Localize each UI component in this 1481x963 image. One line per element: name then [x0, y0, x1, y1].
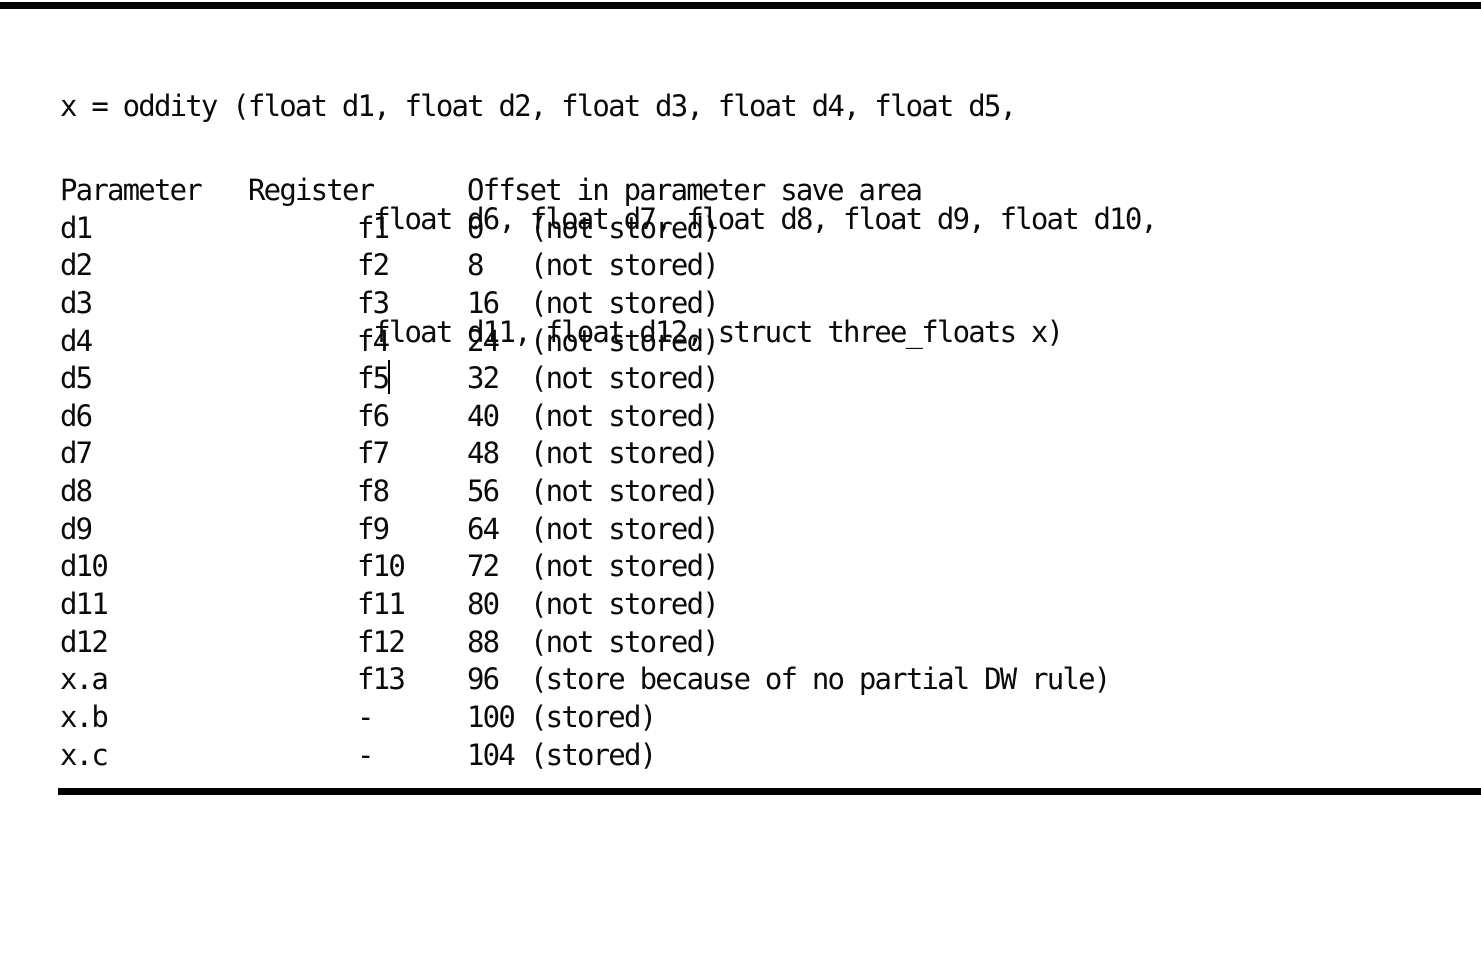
- offset-cell: 88: [467, 624, 500, 659]
- code-listing: x = oddity (float d1, float d2, float d3…: [60, 13, 1481, 427]
- table-row: d3 f3 16 (not stored): [0, 285, 1481, 323]
- note-cell: (stored): [530, 737, 657, 772]
- register-cell: f12: [357, 624, 406, 659]
- code-line-3: float d11, float d12, struct three_float…: [60, 315, 1064, 350]
- table-row: d8 f8 56 (not stored): [0, 473, 1481, 511]
- param-cell: d10: [60, 549, 109, 584]
- param-cell: d7: [60, 436, 93, 471]
- register-cell: f9: [357, 511, 390, 546]
- offset-cell: 32: [467, 361, 500, 396]
- register-cell: f2: [357, 248, 390, 283]
- param-cell: d8: [60, 474, 93, 509]
- register-cell: f1: [357, 210, 390, 245]
- table-row: d4 f4 24 (not stored): [0, 323, 1481, 361]
- text-editor-surface[interactable]: x = oddity (float d1, float d2, float d3…: [0, 0, 1481, 798]
- table-header-row: Parameter Register Offset in parameter s…: [0, 172, 1481, 210]
- table-row: x.c - 104 (stored): [0, 737, 1481, 775]
- note-cell: (not stored): [530, 210, 720, 245]
- register-cell: f7: [357, 436, 390, 471]
- offset-cell: 24: [467, 323, 500, 358]
- table-row: d12 f12 88 (not stored): [0, 624, 1481, 662]
- offset-cell: 0: [467, 210, 484, 245]
- note-cell: (not stored): [530, 361, 720, 396]
- offset-cell: 16: [467, 285, 500, 320]
- code-line-2: float d6, float d7, float d8, float d9, …: [60, 202, 1158, 237]
- register-cell: f10: [357, 549, 406, 584]
- table-row: x.b - 100 (stored): [0, 699, 1481, 737]
- text-cursor: [388, 360, 390, 395]
- table-row: d9 f9 64 (not stored): [0, 511, 1481, 549]
- offset-cell: 56: [467, 474, 500, 509]
- offset-cell: 72: [467, 549, 500, 584]
- param-cell: x.a: [60, 662, 109, 697]
- note-cell: (not stored): [530, 398, 720, 433]
- offset-cell: 104: [467, 737, 516, 772]
- note-cell: (not stored): [530, 323, 720, 358]
- table-row: d6 f6 40 (not stored): [0, 398, 1481, 436]
- param-cell: d11: [60, 587, 109, 622]
- header-parameter: Parameter: [60, 173, 203, 207]
- table-row: x.a f13 96 (store because of no partial …: [0, 661, 1481, 699]
- table-row: d1 f1 0 (not stored): [0, 210, 1481, 248]
- register-cell: f4: [357, 323, 390, 358]
- offset-cell: 80: [467, 587, 500, 622]
- register-cell: -: [357, 699, 374, 734]
- param-cell: d4: [60, 323, 93, 358]
- header-register: Register: [248, 173, 375, 207]
- note-cell: (stored): [530, 699, 657, 734]
- offset-cell: 8: [467, 248, 484, 283]
- offset-cell: 100: [467, 699, 516, 734]
- table-row: d11 f11 80 (not stored): [0, 586, 1481, 624]
- register-cell: f11: [357, 587, 406, 622]
- offset-cell: 40: [467, 398, 500, 433]
- table-row: d2 f2 8 (not stored): [0, 247, 1481, 285]
- param-cell: d9: [60, 511, 93, 546]
- register-cell: f5: [357, 361, 390, 396]
- param-cell: d2: [60, 248, 93, 283]
- note-cell: (not stored): [530, 549, 720, 584]
- note-cell: (not stored): [530, 624, 720, 659]
- param-cell: d6: [60, 398, 93, 433]
- table-row: d7 f7 48 (not stored): [0, 435, 1481, 473]
- param-cell: x.b: [60, 699, 109, 734]
- note-cell: (store because of no partial DW rule): [530, 662, 1111, 697]
- note-cell: (not stored): [530, 248, 720, 283]
- register-cell: f13: [357, 662, 406, 697]
- register-cell: f3: [357, 285, 390, 320]
- note-cell: (not stored): [530, 474, 720, 509]
- table-row: d5 f5 32 (not stored): [0, 360, 1481, 398]
- register-cell: f6: [357, 398, 390, 433]
- param-cell: x.c: [60, 737, 109, 772]
- param-cell: d1: [60, 210, 93, 245]
- header-offset: Offset in parameter save area: [467, 173, 923, 207]
- note-cell: (not stored): [530, 285, 720, 320]
- note-cell: (not stored): [530, 511, 720, 546]
- register-cell: f8: [357, 474, 390, 509]
- register-cell: -: [357, 737, 374, 772]
- offset-cell: 48: [467, 436, 500, 471]
- offset-cell: 64: [467, 511, 500, 546]
- note-cell: (not stored): [530, 436, 720, 471]
- offset-cell: 96: [467, 662, 500, 697]
- param-cell: d3: [60, 285, 93, 320]
- top-rule: [0, 2, 1481, 9]
- param-cell: d12: [60, 624, 109, 659]
- param-cell: d5: [60, 361, 93, 396]
- parameter-table: Parameter Register Offset in parameter s…: [0, 172, 1481, 774]
- code-line-1: x = oddity (float d1, float d2, float d3…: [60, 89, 1017, 124]
- note-cell: (not stored): [530, 587, 720, 622]
- bottom-rule: [58, 788, 1481, 795]
- table-row: d10 f10 72 (not stored): [0, 548, 1481, 586]
